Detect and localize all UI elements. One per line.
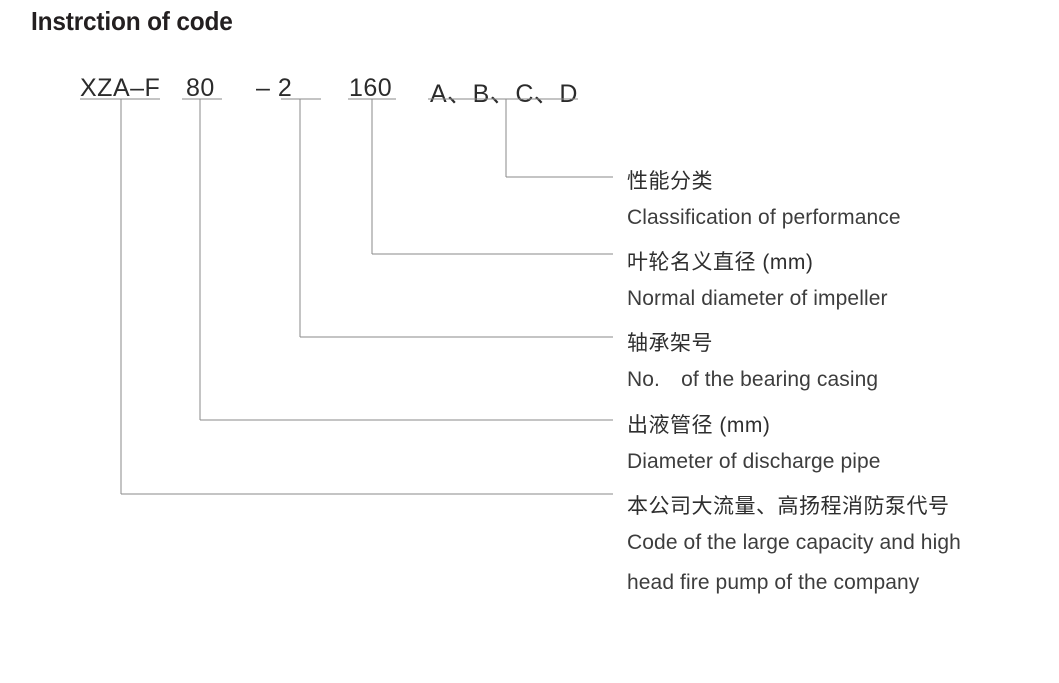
description-discharge-en: Diameter of discharge pipe — [627, 450, 881, 473]
description-bearing-en: No. of the bearing casing — [627, 368, 879, 391]
description-performance-en: Classification of performance — [627, 206, 901, 229]
code-segment-discharge: 80 — [186, 74, 215, 102]
code-segment-bearing: – 2 — [256, 74, 293, 102]
description-company-cn: 本公司大流量、高扬程消防泵代号 — [627, 495, 950, 518]
code-segment-series: XZA–F — [80, 74, 161, 102]
description-impeller-en: Normal diameter of impeller — [627, 287, 888, 310]
description-bearing-cn: 轴承架号 — [627, 332, 713, 355]
description-company-en-2: head fire pump of the company — [627, 571, 920, 594]
code-segment-performance: A、B、C、D — [430, 80, 578, 108]
description-impeller-cn: 叶轮名义直径 (mm) — [627, 251, 814, 274]
description-discharge-cn: 出液管径 (mm) — [627, 414, 771, 437]
page-title: Instrction of code — [31, 6, 233, 36]
description-company-en-1: Code of the large capacity and high — [627, 531, 961, 554]
code-segment-impeller: 160 — [349, 74, 393, 102]
description-performance-cn: 性能分类 — [627, 170, 713, 193]
